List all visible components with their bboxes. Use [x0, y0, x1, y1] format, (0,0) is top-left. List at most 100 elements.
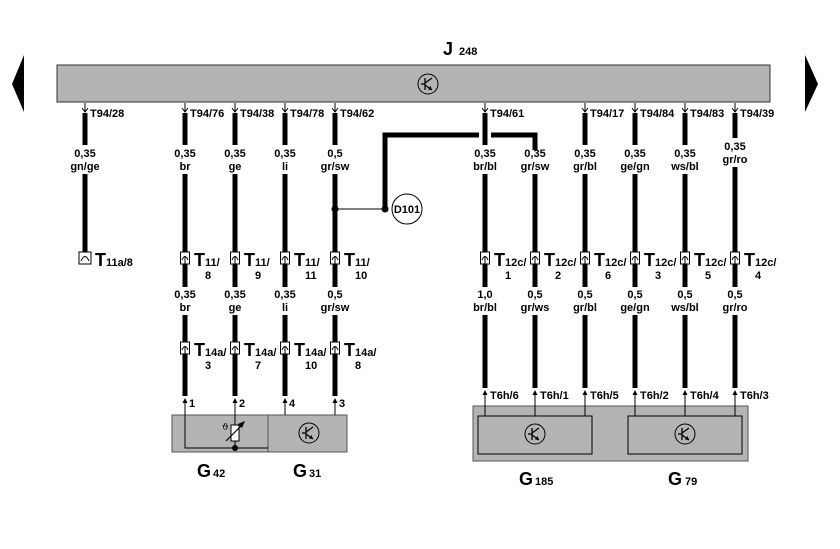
connector-number: 11/: [255, 257, 270, 269]
pin-arrow-icon: [481, 102, 489, 113]
component-g79-name: G: [668, 469, 682, 489]
component-g42-name: G: [197, 461, 211, 481]
component-pin-label: 3: [339, 398, 345, 410]
component-g31-name: G: [293, 461, 307, 481]
wire-color-label: gr/sw: [521, 161, 550, 173]
wire-color-label: ge/gn: [620, 302, 650, 314]
connector-icon: [280, 341, 290, 355]
wire-gauge-label: 0,5: [577, 289, 592, 301]
pin-arrow-icon: [331, 102, 339, 113]
splice-label: D101: [394, 204, 420, 216]
component-g185-name: G: [519, 469, 533, 489]
wire-color-label: ge: [229, 302, 242, 314]
connector-pin: 4: [755, 270, 762, 282]
component-g42-number: 42: [213, 468, 225, 480]
component-pin-label: T6h/2: [640, 390, 669, 402]
connector-name: T: [244, 340, 255, 360]
wire-color-label: br/bl: [473, 161, 497, 173]
connector-name: T: [644, 250, 655, 270]
connector-pin: 9: [255, 270, 261, 282]
component-g79-number: 79: [685, 476, 697, 488]
wire-color-label: li: [282, 302, 288, 314]
wire-gauge-label: 0,35: [624, 148, 645, 160]
wire-color-label: ws/bl: [670, 302, 699, 314]
wire-gauge-label: 0,5: [727, 289, 742, 301]
wire-gauge-label: 0,5: [627, 289, 642, 301]
pin-label: T94/83: [690, 108, 724, 120]
connector-number: 11/: [355, 257, 370, 269]
pin-arrow-icon: [731, 102, 739, 113]
connector-name: T: [194, 340, 205, 360]
connector-icon: [580, 251, 590, 265]
pin-label: T94/38: [240, 108, 274, 120]
connector-icon: [730, 251, 740, 265]
pin-arrow-icon: [281, 102, 289, 113]
temperature-sensor-icon: [230, 424, 240, 442]
connector-name: T: [544, 250, 555, 270]
connector-end-icon: [78, 251, 92, 265]
wire-color-label: gr/sw: [321, 302, 350, 314]
connector-icon: [680, 251, 690, 265]
wire-color-label: gr/sw: [321, 161, 350, 173]
connector-pin: 1: [505, 270, 511, 282]
pin-label: T94/76: [190, 108, 224, 120]
wire-gauge-label: 0,5: [327, 289, 342, 301]
wire-color-label: gr/ws: [521, 302, 550, 314]
component-pin-label: 2: [239, 398, 245, 410]
wire-color-label: gr/ro: [722, 302, 747, 314]
connector-icon: [330, 341, 340, 355]
component-pin-label: T6h/5: [590, 390, 619, 402]
next-page-arrow[interactable]: [805, 55, 818, 112]
previous-page-arrow[interactable]: [12, 55, 24, 112]
pin-arrow-icon: [581, 102, 589, 113]
pin-label: T94/39: [740, 108, 774, 120]
connector-name: T: [244, 250, 255, 270]
wire-gauge-label: 0,35: [74, 148, 95, 160]
wire-gauge-label: 0,35: [724, 141, 745, 153]
connector-number: 11a/8: [106, 257, 133, 269]
connector-pin: 3: [205, 360, 211, 372]
wire-color-label: br/bl: [473, 302, 497, 314]
connector-name: T: [95, 250, 106, 270]
svg-text:ϑ: ϑ: [222, 423, 229, 433]
pin-arrow-icon: [81, 102, 89, 113]
component-pin-label: 4: [289, 398, 296, 410]
connector-number: 12c/: [605, 257, 626, 269]
connector-pin: 8: [205, 270, 211, 282]
wire-color-label: gr/ro: [722, 154, 747, 166]
connector-name: T: [344, 340, 355, 360]
wire-gauge-label: 0,5: [527, 289, 542, 301]
connector-name: T: [294, 340, 305, 360]
pin-label: T94/78: [290, 108, 324, 120]
connector-name: T: [494, 250, 505, 270]
connector-number: 11/: [305, 257, 320, 269]
wire-color-label: li: [282, 161, 288, 173]
connector-number: 14a/: [205, 347, 226, 359]
pin-label: T94/17: [590, 108, 624, 120]
connector-name: T: [744, 250, 755, 270]
splice-d101-routing: D101: [331, 132, 538, 225]
wire-color-label: ws/bl: [670, 161, 699, 173]
wire-gauge-label: 1,0: [477, 289, 492, 301]
component-g42-g31: ϑ G 42 G 31: [171, 405, 348, 481]
wire-gauge-label: 0,35: [174, 148, 195, 160]
connector-name: T: [294, 250, 305, 270]
connector-number: 14a/: [305, 347, 326, 359]
wire-color-label: br: [180, 161, 192, 173]
wire-color-label: ge: [229, 161, 242, 173]
connector-number: 12c/: [655, 257, 676, 269]
control-unit-j248: J 248: [56, 39, 771, 103]
connector-pin: 10: [305, 360, 317, 372]
control-unit-number: 248: [459, 46, 477, 58]
wire-gauge-label: 0,35: [674, 148, 695, 160]
connector-icon: [630, 251, 640, 265]
splice-d101-circle: [391, 193, 423, 225]
connector-pin: 3: [655, 270, 661, 282]
pin-label: T94/62: [340, 108, 374, 120]
component-pin-label: T6h/6: [490, 390, 519, 402]
